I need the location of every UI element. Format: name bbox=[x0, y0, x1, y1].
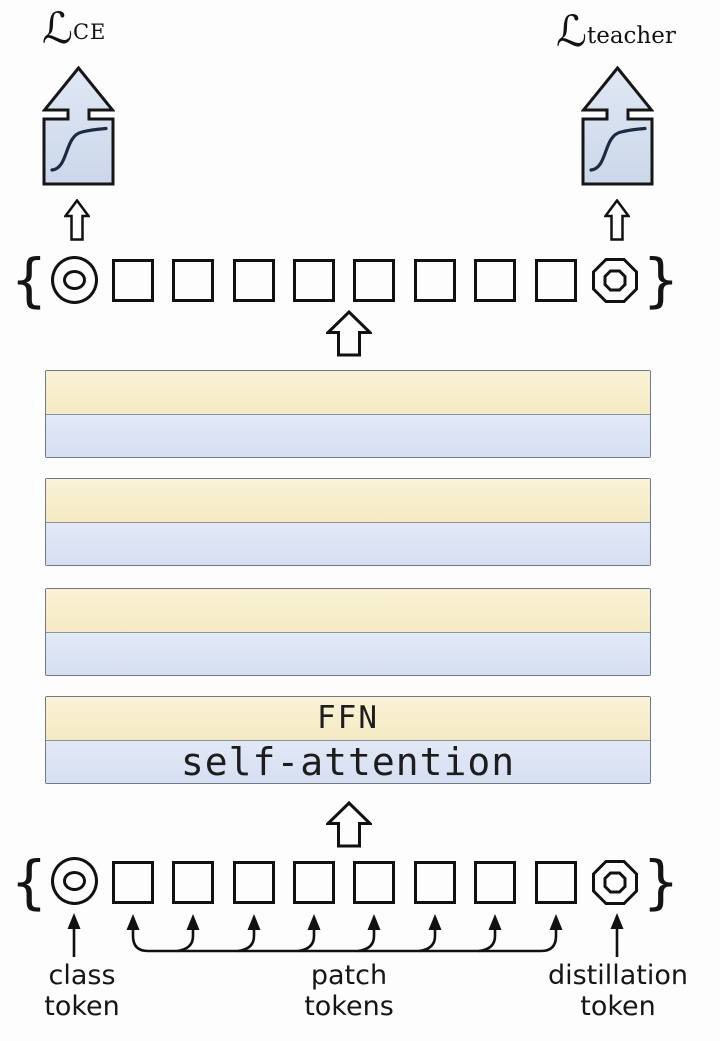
loss-ce-subscript: CE bbox=[72, 20, 107, 44]
bottom-row-close-brace: } bbox=[642, 848, 680, 916]
loss-ce-symbol: ℒ bbox=[42, 4, 73, 54]
patch-token bbox=[172, 259, 214, 302]
patch-token bbox=[233, 259, 275, 302]
transformer-block bbox=[45, 370, 651, 458]
input-arrows-icon bbox=[67, 913, 624, 957]
self-attention-bar bbox=[46, 521, 650, 565]
sigmoid-curve-icon bbox=[50, 126, 108, 172]
top-row-open-brace: { bbox=[10, 246, 48, 314]
ffn-bar: FFN bbox=[46, 697, 650, 740]
class-token-top bbox=[51, 256, 98, 304]
loss-teacher-subscript: teacher bbox=[586, 23, 676, 49]
patch-token bbox=[535, 259, 577, 302]
ffn-bar-label: FFN bbox=[317, 700, 379, 737]
sigmoid-curve-icon bbox=[589, 126, 647, 172]
patch-token bbox=[535, 861, 577, 904]
patch-token bbox=[353, 259, 395, 302]
patch-token bbox=[353, 861, 395, 904]
patch-token bbox=[414, 861, 456, 904]
transformer-block-labeled: FFN self-attention bbox=[45, 696, 651, 784]
distillation-token-top bbox=[592, 258, 638, 303]
self-attention-bar bbox=[46, 631, 650, 675]
classifier-head-teacher-icon bbox=[581, 66, 654, 186]
distillation-token-caption-line1: distillation bbox=[547, 960, 689, 991]
self-attention-bar-label: self-attention bbox=[180, 739, 516, 784]
patch-token bbox=[474, 259, 516, 302]
patch-token bbox=[414, 259, 456, 302]
patch-tokens-caption: patch tokens bbox=[289, 960, 409, 1022]
patch-token bbox=[112, 259, 154, 302]
class-token-inner-ring bbox=[63, 270, 86, 290]
patch-token bbox=[172, 861, 214, 904]
distillation-token-bottom bbox=[592, 860, 638, 905]
patch-tokens-caption-line2: tokens bbox=[304, 991, 394, 1022]
distillation-token-inner bbox=[603, 871, 627, 894]
class-token-caption-line1: class bbox=[48, 960, 116, 991]
up-arrow-tokens-to-layers-icon bbox=[326, 801, 372, 848]
class-token-inner-ring bbox=[63, 871, 86, 891]
distillation-token-caption: distillation token bbox=[533, 960, 703, 1022]
up-arrow-layers-to-tokens-icon bbox=[326, 310, 372, 357]
loss-teacher-symbol: ℒ bbox=[556, 7, 587, 57]
top-row-close-brace: } bbox=[642, 246, 680, 314]
ffn-bar bbox=[46, 589, 650, 632]
class-token-caption: class token bbox=[22, 960, 142, 1022]
bottom-row-open-brace: { bbox=[10, 848, 48, 916]
classifier-head-ce-icon bbox=[42, 66, 115, 186]
patch-token bbox=[474, 861, 516, 904]
distillation-token-caption-line2: token bbox=[580, 991, 656, 1022]
class-token-caption-line2: token bbox=[44, 991, 120, 1022]
transformer-block bbox=[45, 478, 651, 566]
up-arrow-distill-to-head-icon bbox=[604, 199, 630, 241]
self-attention-bar: self-attention bbox=[46, 739, 650, 784]
distillation-token-inner bbox=[603, 269, 627, 292]
ffn-bar bbox=[46, 479, 650, 522]
self-attention-bar bbox=[46, 413, 650, 457]
patch-token bbox=[293, 259, 335, 302]
class-token-bottom bbox=[51, 857, 98, 905]
patch-token bbox=[233, 861, 275, 904]
patch-tokens-caption-line1: patch bbox=[310, 960, 388, 991]
patch-token bbox=[112, 861, 154, 904]
patch-token bbox=[293, 861, 335, 904]
transformer-block bbox=[45, 588, 651, 676]
up-arrow-class-to-head-icon bbox=[64, 199, 90, 241]
ffn-bar bbox=[46, 371, 650, 414]
